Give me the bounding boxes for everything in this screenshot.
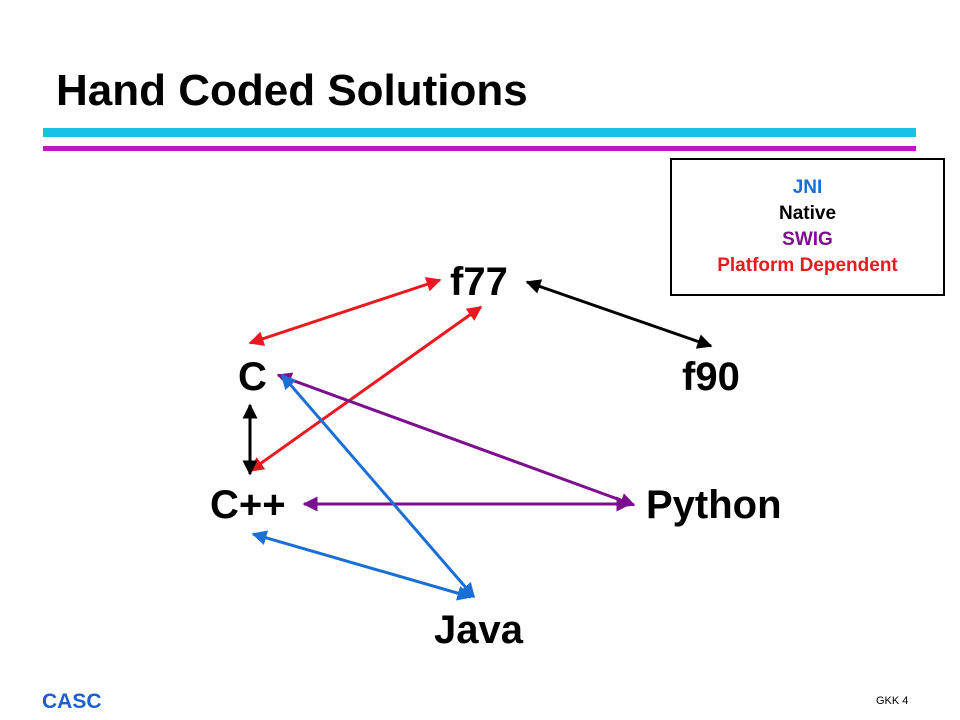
title-underline-magenta — [43, 146, 916, 151]
edge-cpp-java — [251, 530, 473, 601]
edge-c-python — [276, 372, 636, 508]
edge-c-java — [280, 373, 476, 599]
legend-item-native: Native — [778, 203, 837, 224]
node-f90: f90 — [682, 355, 740, 399]
footer-slide-number: GKK 4 — [876, 695, 909, 707]
node-cpp: C++ — [210, 483, 286, 527]
node-python: Python — [646, 483, 782, 527]
legend-item-jni: JNI — [792, 177, 823, 198]
node-c: C — [238, 355, 267, 399]
slide-title: Hand Coded Solutions — [56, 66, 528, 115]
legend-item-swig: SWIG — [782, 229, 833, 250]
node-f77: f77 — [450, 260, 508, 304]
footer-casc-logo: CASC — [42, 690, 102, 713]
title-underline-cyan — [43, 128, 916, 137]
edge-c-f77 — [248, 277, 442, 346]
edge-f77-f90 — [525, 279, 713, 349]
node-java: Java — [434, 608, 523, 652]
legend-item-platform-dependent: Platform Dependent — [717, 255, 898, 276]
legend-box: JNI Native SWIG Platform Dependent — [670, 158, 945, 296]
